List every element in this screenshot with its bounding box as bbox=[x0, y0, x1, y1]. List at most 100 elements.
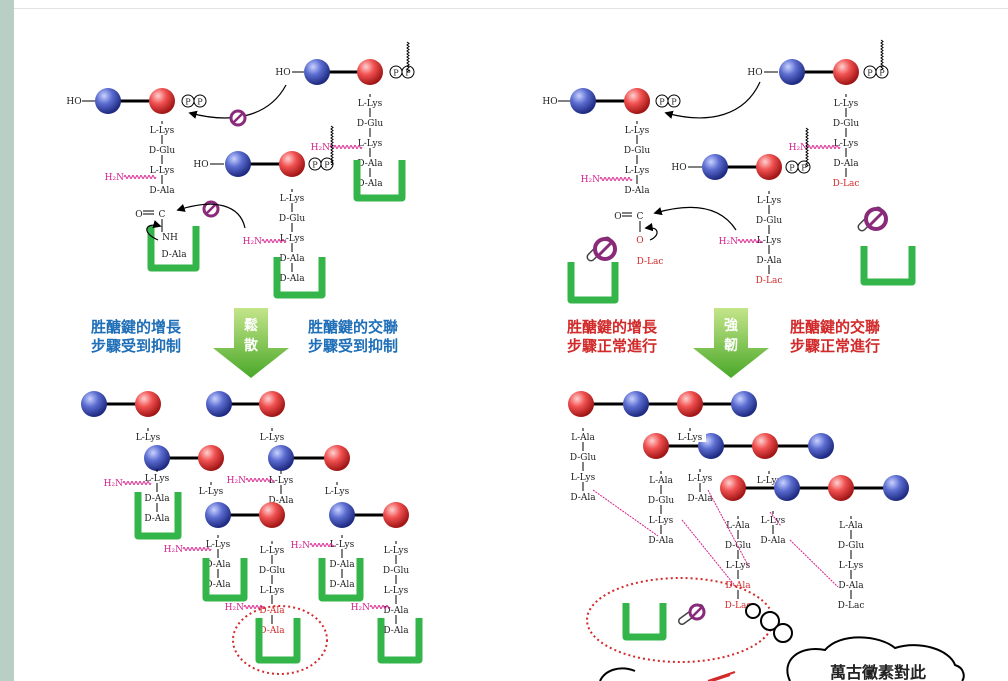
peptide-dala: D-Ala bbox=[205, 560, 231, 570]
amine-label: H₂N bbox=[104, 479, 123, 489]
peptide-llys: L-Lys bbox=[649, 516, 674, 526]
nag-sphere bbox=[883, 475, 909, 501]
nam-sphere bbox=[135, 391, 161, 417]
peptide-dala: D-Ala bbox=[570, 493, 596, 503]
phosphate-label: P bbox=[405, 69, 411, 78]
peptide-lala: L-Ala bbox=[726, 521, 750, 531]
label-bg bbox=[621, 184, 653, 195]
peptide-llys: L-Lys bbox=[757, 476, 782, 486]
peptide-dlac: D-Lac bbox=[833, 179, 860, 189]
thought-bubble-edge bbox=[599, 667, 636, 681]
phosphate-label: P bbox=[789, 164, 795, 173]
thought-bubble bbox=[786, 636, 965, 681]
label-bg bbox=[256, 584, 288, 595]
left-sidebar-bar bbox=[0, 0, 14, 681]
peptide-llys: L-Lys bbox=[625, 166, 650, 176]
phosphate-label: P bbox=[312, 161, 318, 170]
peptide-dala: D-Ala bbox=[268, 496, 294, 506]
process-arrow bbox=[213, 308, 289, 378]
pentaglycine-wave bbox=[599, 177, 633, 181]
phosphate-label: P bbox=[867, 69, 873, 78]
label-bg bbox=[753, 274, 785, 285]
peptide-llys: L-Lys bbox=[280, 234, 305, 244]
label-bg bbox=[256, 564, 288, 575]
peptide-dala: D-Ala bbox=[144, 514, 170, 524]
label-bg bbox=[621, 124, 653, 135]
peptide-dala: D-Ala bbox=[357, 179, 383, 189]
label-text: HO bbox=[193, 160, 208, 170]
nam-sphere bbox=[643, 433, 669, 459]
label-bg bbox=[835, 539, 867, 550]
lipid-tail bbox=[805, 127, 809, 168]
caption-growth-inhibited: 胜醣鍵的增長 bbox=[91, 318, 182, 336]
nam-sphere bbox=[198, 445, 224, 471]
process-arrow bbox=[693, 308, 769, 378]
label-bg bbox=[276, 212, 308, 223]
reaction-arrow bbox=[176, 203, 246, 229]
crosslink-bridge bbox=[681, 519, 737, 588]
label-bg bbox=[276, 232, 308, 243]
label-bg bbox=[835, 579, 867, 590]
vancomycin-bracket bbox=[567, 262, 619, 304]
lipid-tail bbox=[406, 41, 410, 73]
label-bg bbox=[380, 564, 412, 575]
peptide-llys: L-Lys bbox=[839, 561, 864, 571]
label-bg bbox=[256, 544, 288, 555]
caption-crosslink-inhibited: 步驟受到抑制 bbox=[308, 337, 398, 355]
nag-sphere bbox=[774, 475, 800, 501]
peptide-dala: D-Ala bbox=[357, 159, 383, 169]
label-bg bbox=[326, 578, 358, 589]
peptide-dala: D-Ala bbox=[329, 580, 355, 590]
peptide-dglu: D-Glu bbox=[756, 216, 782, 226]
peptide-dala: D-Ala bbox=[161, 250, 187, 260]
label-bg bbox=[326, 558, 358, 569]
label-text: HO bbox=[542, 97, 557, 107]
amine-label: H₂N bbox=[291, 541, 310, 551]
peptide-llys: L-Lys bbox=[199, 487, 224, 497]
phosphate-label: P bbox=[393, 69, 399, 78]
label-bg bbox=[380, 584, 412, 595]
vancomycin-bracket bbox=[318, 558, 364, 602]
crosslink-bridge bbox=[592, 489, 659, 537]
peptide-dala: D-Ala bbox=[756, 256, 782, 266]
vancomycin-bracket bbox=[147, 226, 200, 272]
label-bg bbox=[146, 144, 178, 155]
phosphate-circle bbox=[797, 160, 811, 174]
label-bg bbox=[567, 431, 599, 442]
pentaglycine-wave bbox=[123, 175, 157, 179]
label-bg bbox=[753, 214, 785, 225]
peptide-llys: L-Lys bbox=[269, 476, 294, 486]
peptide-llys: L-Lys bbox=[726, 561, 751, 571]
nag-sphere bbox=[81, 391, 107, 417]
phosphate-label: P bbox=[324, 161, 330, 170]
pentaglycine-wave bbox=[261, 239, 287, 243]
peptide-dala: D-Ala bbox=[648, 536, 674, 546]
amine-label: H₂N bbox=[227, 476, 246, 486]
top-divider bbox=[14, 8, 1008, 9]
reaction-arrow bbox=[188, 84, 287, 119]
label-bg bbox=[354, 157, 386, 168]
nam-sphere bbox=[324, 445, 350, 471]
peptide-dglu: D-Glu bbox=[383, 566, 409, 576]
label-bg bbox=[132, 431, 164, 442]
amine-label: H₂N bbox=[311, 143, 330, 153]
peptide-llys: L-Lys bbox=[384, 546, 409, 556]
oxygen-ester-label: O bbox=[636, 236, 643, 246]
peptide-dglu: D-Glu bbox=[279, 214, 305, 224]
peptide-dala: D-Ala bbox=[279, 254, 305, 264]
decorative-stroke bbox=[707, 671, 736, 681]
phosphate-label: P bbox=[185, 98, 191, 107]
peptide-dlac: D-Lac bbox=[756, 276, 783, 286]
label-bg bbox=[265, 494, 297, 505]
label-bg bbox=[146, 184, 178, 195]
label-bg bbox=[684, 472, 716, 483]
label-bg bbox=[722, 579, 754, 590]
phosphate-label: P bbox=[671, 98, 677, 107]
nag-sphere bbox=[144, 445, 170, 471]
caption-growth-normal: 步驟正常進行 bbox=[567, 337, 657, 355]
bubble-text: 萬古黴素對此 bbox=[830, 663, 926, 681]
label-bg bbox=[567, 491, 599, 502]
pentaglycine-wave bbox=[122, 481, 152, 485]
peptide-dlac: D-Lac bbox=[637, 257, 664, 267]
